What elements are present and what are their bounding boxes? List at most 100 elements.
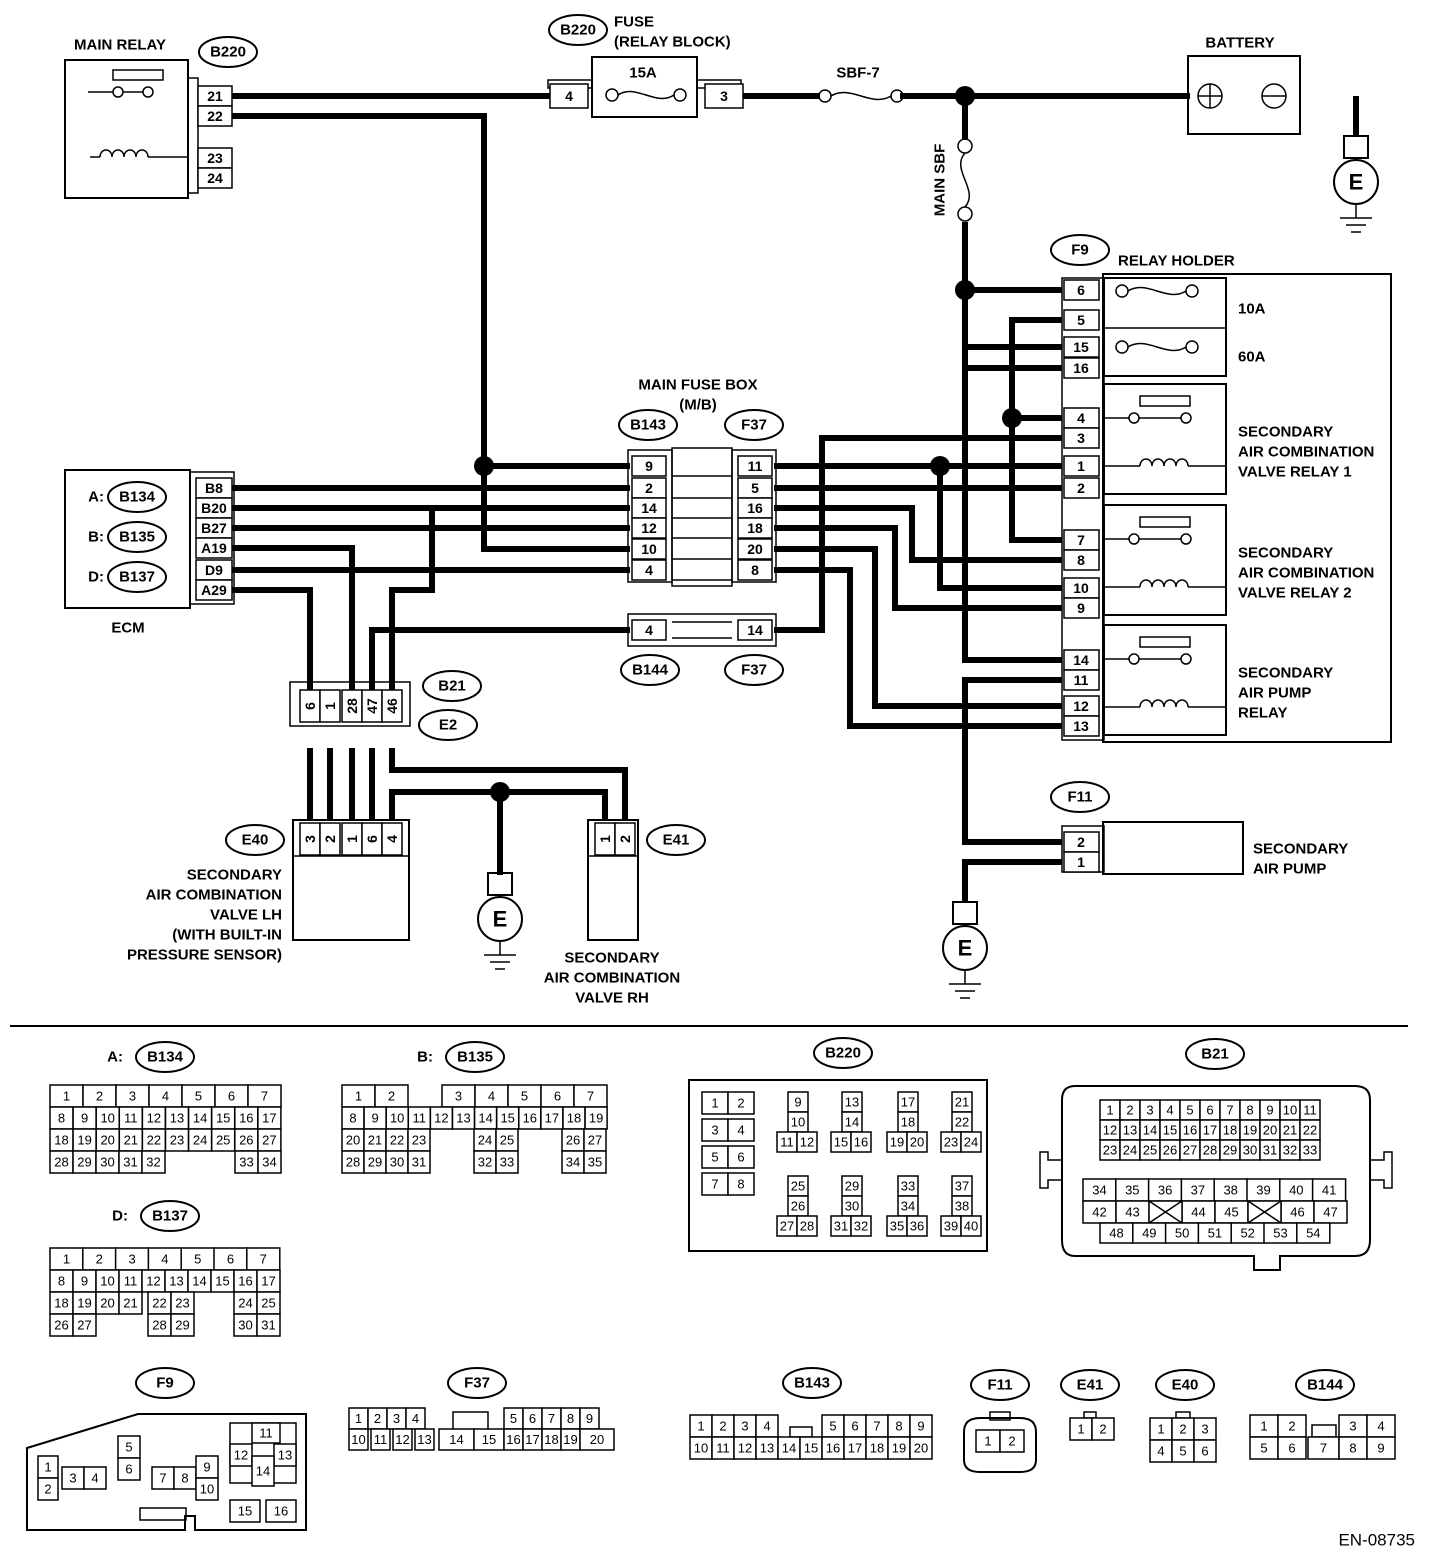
- pin-number: 1: [1260, 1419, 1267, 1434]
- blocked-pin-icon: [1247, 1200, 1282, 1224]
- relay-contact-bar: [1139, 516, 1191, 528]
- pin-number: 26: [566, 1133, 580, 1148]
- pin-number: 17: [262, 1111, 276, 1126]
- pin-number: 17: [901, 1095, 915, 1110]
- pin-number: 2: [388, 1089, 395, 1104]
- pin-cell: [407, 1150, 431, 1174]
- pin-number: 17: [545, 1111, 559, 1126]
- fuse-subtitle: (RELAY BLOCK): [614, 34, 731, 51]
- pin-number: 21: [124, 1133, 138, 1148]
- pin-number: 15: [216, 1111, 230, 1126]
- pin-number: 20: [100, 1296, 114, 1311]
- diagram-code: EN-08735: [1338, 1531, 1415, 1550]
- pin-number: 3: [1146, 1103, 1153, 1118]
- pin-number: 29: [368, 1155, 382, 1170]
- pin-cell: [229, 1443, 253, 1467]
- wires: [232, 86, 1359, 902]
- fuse-end: [1185, 284, 1199, 298]
- pin-number: 32: [1283, 1143, 1297, 1158]
- pin-number: 6: [1288, 1441, 1295, 1456]
- b143-connector-oval: [618, 409, 678, 441]
- fuse-link: [1127, 286, 1187, 296]
- pin-number: 1: [63, 1089, 70, 1104]
- connector-view-title: F9: [156, 1375, 174, 1392]
- wire-relay2-10: [937, 466, 1062, 591]
- pin-number: 6: [227, 1252, 234, 1267]
- pin-number: 32: [478, 1155, 492, 1170]
- pin-cell: [370, 1428, 391, 1451]
- ground-terminal: [487, 872, 513, 896]
- connector-strip: [627, 449, 673, 583]
- connector-view-title: E40: [1172, 1377, 1199, 1394]
- pin-number: 13: [169, 1274, 183, 1289]
- pin-number: 18: [1223, 1123, 1237, 1138]
- pin-box: [197, 105, 233, 127]
- pin-number: 2: [44, 1482, 51, 1497]
- connector-view-title-oval: [1185, 1038, 1245, 1070]
- pin-label: 8: [1077, 552, 1085, 568]
- connector-view-title: B21: [1201, 1046, 1229, 1063]
- pin-number: 20: [914, 1441, 928, 1456]
- pin-number: 16: [523, 1111, 537, 1126]
- fuse-end: [1115, 340, 1129, 354]
- pin-number: 19: [77, 1133, 91, 1148]
- pin-number: 28: [346, 1155, 360, 1170]
- pin-label: 10: [1073, 580, 1089, 596]
- pin-number: 18: [54, 1133, 68, 1148]
- pin-number: 20: [910, 1135, 924, 1150]
- relay-name: AIR COMBINATION: [1238, 444, 1374, 461]
- b143-connector: B143: [630, 417, 666, 434]
- pin-number: 13: [1123, 1123, 1137, 1138]
- coil-symbol: [1139, 699, 1189, 708]
- pin-number: 5: [1186, 1103, 1193, 1118]
- wire-f37-14: [774, 435, 1062, 633]
- pin-label: 12: [1073, 698, 1089, 714]
- ecm-connector-prefix: D:: [88, 569, 104, 586]
- pin-label: 18: [747, 520, 763, 536]
- pin-cell: [960, 1215, 982, 1237]
- pin-number: 5: [1260, 1441, 1267, 1456]
- pin-number: 6: [125, 1462, 132, 1477]
- pin-number: 8: [895, 1419, 902, 1434]
- pin-number: 10: [100, 1274, 114, 1289]
- pin-cell: [257, 1150, 282, 1174]
- pin-number: 39: [944, 1219, 958, 1234]
- b21-connector: B21: [438, 678, 466, 695]
- pin-number: 8: [737, 1177, 744, 1192]
- pin-number: 12: [800, 1135, 814, 1150]
- pin-cell: [37, 1477, 59, 1501]
- b144-connector: B144: [632, 662, 669, 679]
- pin-number: 16: [239, 1111, 253, 1126]
- pin-number: 37: [955, 1179, 969, 1194]
- pin-label: 2: [617, 835, 633, 843]
- pin-cell: [83, 1466, 107, 1490]
- ecm-connector-oval: [107, 481, 167, 513]
- pin-box: [1063, 336, 1100, 358]
- pin-label: 9: [1077, 600, 1085, 616]
- pin-label: 8: [751, 562, 759, 578]
- pin-number: 47: [1323, 1205, 1337, 1220]
- connector-key: [452, 1411, 489, 1431]
- pin-number: 4: [1377, 1419, 1384, 1434]
- pin-label: 13: [1073, 718, 1089, 734]
- pin-box: [381, 822, 403, 856]
- pin-number: 31: [123, 1155, 137, 1170]
- wire-f37-16: [774, 505, 1062, 563]
- main-relay-connector: B220: [210, 44, 246, 61]
- fuse-cell: [1103, 277, 1227, 377]
- pin-number: 39: [1256, 1183, 1270, 1198]
- pin-number: 5: [510, 1411, 517, 1426]
- pin-label: B27: [201, 520, 227, 536]
- pin-label: 1: [344, 835, 360, 843]
- pin-number: 45: [1224, 1205, 1238, 1220]
- pin-number: 4: [412, 1411, 419, 1426]
- valve-lh-name: (WITH BUILT-IN: [172, 927, 282, 944]
- pin-number: 9: [81, 1274, 88, 1289]
